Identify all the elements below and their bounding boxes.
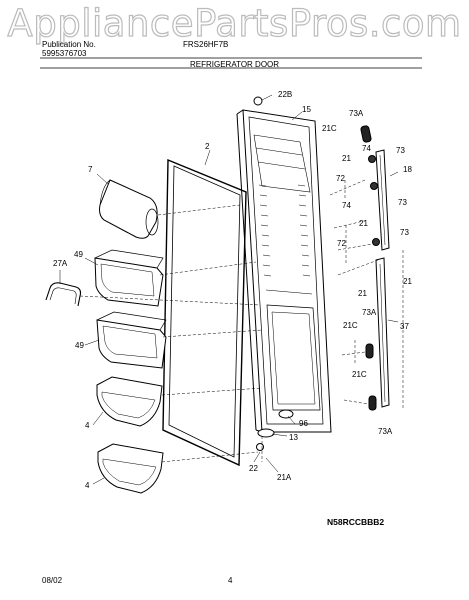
watermark: AppliancePartsPros.com <box>7 1 462 45</box>
callout-73a-mid: 73A <box>362 308 377 317</box>
model-number: FRS26HF7B <box>183 40 229 49</box>
handle-bracket-drawing <box>45 282 82 307</box>
shallow-bin-upper <box>96 376 163 427</box>
callout-15: 15 <box>302 105 311 114</box>
callout-21-d: 21 <box>403 277 412 286</box>
callout-74-top: 74 <box>362 144 371 153</box>
callout-leaders <box>59 94 399 485</box>
publication-number: 5995376703 <box>42 49 87 58</box>
page-number: 4 <box>228 576 233 585</box>
door-bin-upper <box>94 249 164 307</box>
callout-21-a: 21 <box>342 154 351 163</box>
callout-73-low: 73 <box>400 228 409 237</box>
callout-22b: 22B <box>278 90 292 99</box>
callout-4-lower: 4 <box>85 481 90 490</box>
shallow-bin-lower <box>97 443 164 494</box>
callout-21c-top: 21C <box>322 124 337 133</box>
callout-49-upper: 49 <box>74 250 83 259</box>
callout-2: 2 <box>205 142 210 151</box>
callout-37: 37 <box>400 322 409 331</box>
dairy-door-drawing <box>99 179 159 239</box>
callout-13: 13 <box>289 433 298 442</box>
callout-4-upper: 4 <box>85 421 90 430</box>
callout-labels: 22B 15 73A 21C 74 73 21 18 72 74 73 21 7… <box>53 90 412 490</box>
callout-27a: 27A <box>53 259 68 268</box>
footer-date: 08/02 <box>42 576 63 585</box>
door-handle-trim-drawing <box>253 96 390 451</box>
assembly-leader-lines <box>79 179 404 463</box>
callout-21-c: 21 <box>358 289 367 298</box>
callout-96: 96 <box>299 419 308 428</box>
callout-72-low: 72 <box>337 239 346 248</box>
callout-21c-low: 21C <box>352 370 367 379</box>
callout-21a: 21A <box>277 473 292 482</box>
callout-73a-low: 73A <box>378 427 393 436</box>
callout-72-top: 72 <box>336 174 345 183</box>
callout-21-b: 21 <box>359 219 368 228</box>
callout-21c-mid: 21C <box>343 321 358 330</box>
callout-73-mid: 73 <box>398 198 407 207</box>
callout-73-top: 73 <box>396 146 405 155</box>
callout-18: 18 <box>403 165 412 174</box>
door-bin-lower <box>96 311 167 369</box>
callout-74-mid: 74 <box>342 201 351 210</box>
publication-label: Publication No. <box>42 40 96 49</box>
callout-49-lower: 49 <box>75 341 84 350</box>
callout-22: 22 <box>249 464 258 473</box>
callout-73a-top: 73A <box>349 109 364 118</box>
refrigerator-door-drawing <box>236 109 332 433</box>
diagram-code: N58RCCBBB2 <box>327 517 385 527</box>
section-title: REFRIGERATOR DOOR <box>190 60 280 69</box>
callout-7: 7 <box>88 165 93 174</box>
